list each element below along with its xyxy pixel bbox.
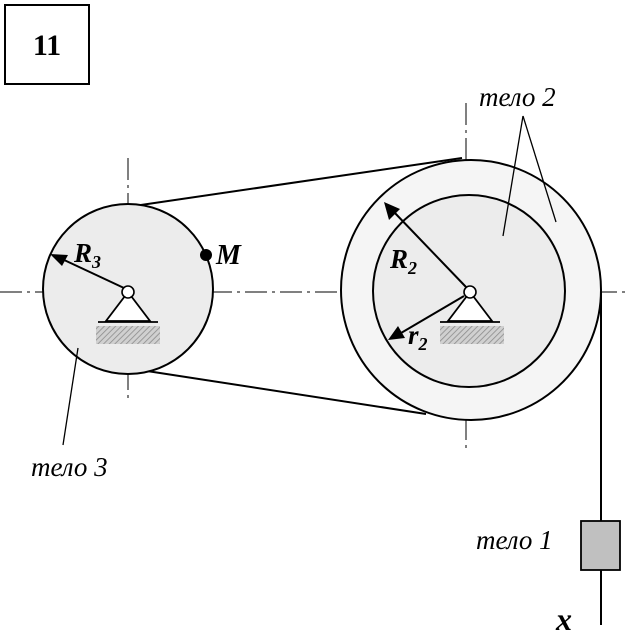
point-m-dot: [200, 249, 212, 261]
leader-body3: [62, 347, 79, 446]
arrow-r2-head: [388, 326, 405, 340]
belt-lower: [133, 368, 427, 415]
label-axis-x: x: [555, 601, 572, 637]
problem-number-box: 11: [4, 4, 90, 85]
belt: [133, 157, 463, 415]
leader-lines: [62, 115, 557, 446]
leader-body2-inner: [502, 115, 524, 237]
arrow-R2-head: [384, 202, 400, 220]
arrow-R3-head: [50, 254, 68, 266]
label-R3: R3: [73, 238, 101, 272]
load-block-body1: [580, 520, 621, 571]
ground-hatch-pulley2: [440, 326, 504, 344]
support-pulley3: [96, 285, 160, 344]
pivot-pulley2: [463, 285, 477, 299]
leader-body2-outer: [522, 115, 557, 223]
arrow-r2-shaft: [400, 295, 465, 334]
arrow-R2-shaft: [392, 210, 467, 288]
support-pulley2: [440, 285, 504, 344]
rope-and-load: [580, 292, 621, 625]
ground-hatch-pulley3: [96, 326, 160, 344]
pivot-pulley3: [121, 285, 135, 299]
label-body1: тело 1: [476, 525, 553, 555]
label-point-m: M: [215, 240, 242, 271]
arrow-R3-shaft: [61, 258, 125, 289]
problem-number: 11: [33, 29, 61, 62]
label-r2: r2: [408, 320, 428, 354]
label-body3: тело 3: [31, 452, 108, 482]
radius-arrows: [50, 202, 467, 340]
belt-upper: [133, 157, 463, 207]
label-R2: R2: [389, 244, 417, 278]
label-body2: тело 2: [479, 82, 556, 112]
